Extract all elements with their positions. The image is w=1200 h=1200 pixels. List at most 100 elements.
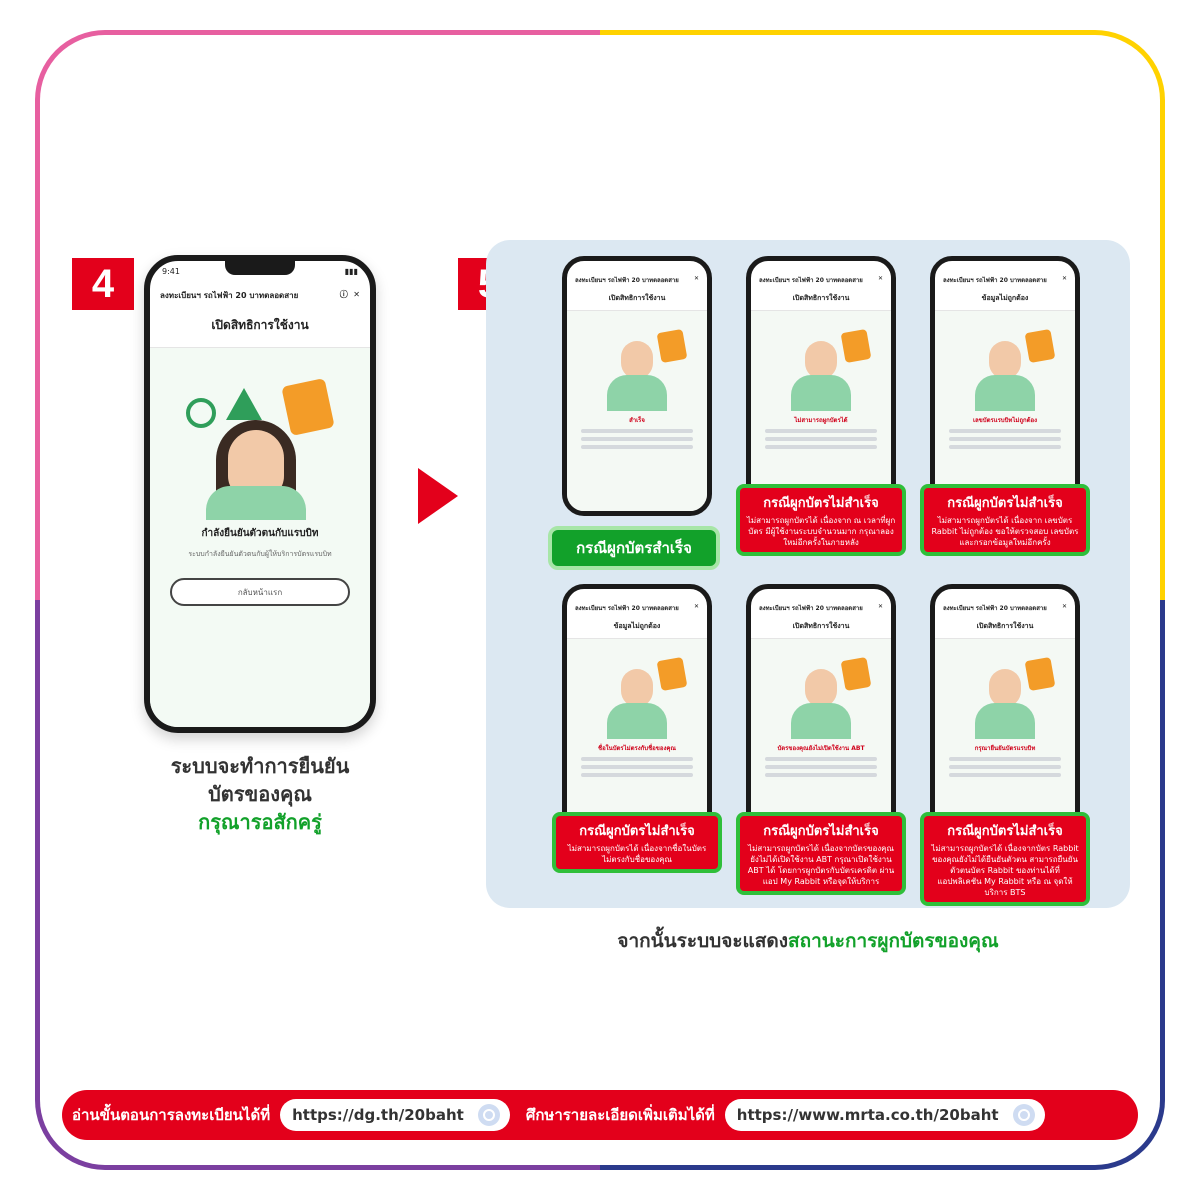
placeholder-line <box>581 765 693 769</box>
step-5-caption-highlight: สถานะการผูกบัตรของคุณ <box>788 930 999 952</box>
mini-topbar: ลงทะเบียนฯ รถไฟฟ้า 20 บาทตลอดสาย✕ <box>567 261 707 287</box>
mini-header: เปิดสิทธิการใช้งาน <box>935 615 1075 639</box>
footer-right-link[interactable]: https://www.mrta.co.th/20baht <box>724 1099 1045 1131</box>
frame-top-right <box>600 30 1165 600</box>
close-icon[interactable]: ✕ <box>353 290 360 299</box>
placeholder-line <box>765 429 877 433</box>
mini-topbar: ลงทะเบียนฯ รถไฟฟ้า 20 บาทตลอดสาย ✕ <box>751 589 891 615</box>
search-icon[interactable] <box>477 1104 500 1126</box>
rabbit-card-icon <box>1024 656 1056 692</box>
placeholder-line <box>581 773 693 777</box>
footer-left-text: อ่านขั้นตอนการลงทะเบียนได้ที่ <box>72 1106 271 1124</box>
mini-body: เลขบัตรแรบบิทไม่ถูกต้อง <box>935 311 1075 511</box>
mini-body: สำเร็จ <box>567 311 707 511</box>
step-5-caption: จากนั้นระบบจะแสดงสถานะการผูกบัตรของคุณ <box>486 926 1130 956</box>
placeholder-line <box>765 445 877 449</box>
status-label-title: กรณีผูกบัตรไม่สำเร็จ <box>763 824 879 839</box>
phone-topbar-title: ลงทะเบียนฯ รถไฟฟ้า 20 บาทตลอดสาย <box>160 291 299 300</box>
back-home-button[interactable]: กลับหน้าแรก <box>170 578 350 606</box>
phone-status-bar: 9:41 ▮▮▮ <box>150 261 370 281</box>
status-label-desc: ไม่สามารถผูกบัตรได้ เนื่องจากชื่อในบัตร … <box>567 844 707 864</box>
footer-left-link[interactable]: https://dg.th/20baht <box>280 1099 510 1131</box>
placeholder-line <box>949 765 1061 769</box>
person-face <box>989 669 1021 707</box>
footer-right-text: ศึกษารายละเอียดเพิ่มเติมได้ที่ <box>525 1106 715 1124</box>
rabbit-card-icon <box>281 377 335 437</box>
placeholder-line <box>581 445 693 449</box>
main-phone-mockup: 9:41 ▮▮▮ ลงทะเบียนฯ รถไฟฟ้า 20 บาทตลอดสา… <box>144 255 376 733</box>
phone-header: เปิดสิทธิการใช้งาน <box>150 306 370 348</box>
mini-status-text: สำเร็จ <box>629 417 645 424</box>
close-icon[interactable]: ✕ <box>693 275 699 282</box>
placeholder-line <box>949 429 1061 433</box>
close-icon[interactable]: ✕ <box>877 275 883 282</box>
close-icon[interactable]: ✕ <box>1061 275 1067 282</box>
status-label-title: กรณีผูกบัตรไม่สำเร็จ <box>763 496 879 511</box>
status-screen-6: ลงทะเบียนฯ รถไฟฟ้า 20 บาทตลอดสาย✕เปิดสิท… <box>930 584 1080 844</box>
person-shirt <box>206 486 306 520</box>
placeholder-line <box>765 437 877 441</box>
mini-illustration <box>573 649 701 739</box>
footer-right-url[interactable]: https://www.mrta.co.th/20baht <box>736 1106 999 1124</box>
person-face <box>805 669 837 707</box>
footer-bar: อ่านขั้นตอนการลงทะเบียนได้ที่ https://dg… <box>62 1090 1138 1140</box>
close-icon[interactable]: ✕ <box>1061 603 1067 610</box>
status-label-title: กรณีผูกบัตรสำเร็จ <box>576 539 692 557</box>
brand-logo-icon <box>186 398 216 428</box>
footer-left-url[interactable]: https://dg.th/20baht <box>292 1106 464 1124</box>
status-label-title: กรณีผูกบัตรไม่สำเร็จ <box>947 824 1063 839</box>
mini-illustration <box>757 649 885 739</box>
status-label-desc: ไม่สามารถผูกบัตรได้ เนื่องจากบัตรของคุณ … <box>747 844 895 886</box>
mini-topbar: ลงทะเบียนฯ รถไฟฟ้า 20 บาทตลอดสาย✕ <box>935 589 1075 615</box>
person-shirt <box>975 375 1035 411</box>
status-label-fail: กรณีผูกบัตรไม่สำเร็จไม่สามารถผูกบัตรได้ … <box>552 812 722 873</box>
mini-topbar-title: ลงทะเบียนฯ รถไฟฟ้า 20 บาทตลอดสาย <box>759 277 863 284</box>
phone-status-title: กำลังยืนยันตัวตนกับแรบบิท <box>201 528 319 539</box>
mini-status-text: กรุณายืนยันบัตรแรบบิท <box>974 745 1036 752</box>
close-icon[interactable]: ✕ <box>877 603 883 610</box>
caption-line-3: กรุณารอสักครู่ <box>198 810 322 834</box>
status-label-desc: ไม่สามารถผูกบัตรได้ เนื่องจาก ณ เวลาที่ผ… <box>746 516 896 547</box>
rabbit-card-icon <box>840 328 872 364</box>
caption-line-2: บัตรของคุณ <box>208 782 312 806</box>
mini-illustration <box>573 321 701 411</box>
mini-topbar: ลงทะเบียนฯ รถไฟฟ้า 20 บาทตลอดสาย✕ <box>935 261 1075 287</box>
person-shirt <box>607 375 667 411</box>
mini-topbar-title: ลงทะเบียนฯ รถไฟฟ้า 20 บาทตลอดสาย <box>575 605 679 612</box>
mini-body: กรุณายืนยันบัตรแรบบิท <box>935 639 1075 839</box>
mini-illustration <box>941 321 1069 411</box>
arrow-right-icon <box>418 468 458 524</box>
phone-topbar: ลงทะเบียนฯ รถไฟฟ้า 20 บาทตลอดสาย ⓘ ✕ <box>150 281 370 306</box>
person-shirt <box>791 703 851 739</box>
placeholder-line <box>949 773 1061 777</box>
close-icon[interactable]: ✕ <box>693 603 699 610</box>
search-icon[interactable] <box>1012 1104 1035 1126</box>
frame-bottom-right <box>600 600 1165 1170</box>
verification-illustration <box>166 368 354 520</box>
mini-header: ข้อมูลไม่ถูกต้อง <box>935 287 1075 311</box>
placeholder-line <box>581 437 693 441</box>
status-label-title: กรณีผูกบัตรไม่สำเร็จ <box>947 496 1063 511</box>
status-label-title: กรณีผูกบัตรไม่สำเร็จ <box>579 824 695 839</box>
status-screen-3: ลงทะเบียนฯ รถไฟฟ้า 20 บาทตลอดสาย✕ข้อมูลไ… <box>930 256 1080 516</box>
status-label-fail: กรณีผูกบัตรไม่สำเร็จไม่สามารถผูกบัตรได้ … <box>920 484 1090 556</box>
person-face <box>621 669 653 707</box>
mini-status-text: ไม่สามารถผูกบัตรได้ <box>794 417 848 424</box>
mini-body: ไม่สามารถผูกบัตรได้ <box>751 311 891 511</box>
mini-status-text: เลขบัตรแรบบิทไม่ถูกต้อง <box>972 417 1038 424</box>
info-icon[interactable]: ⓘ <box>339 290 348 299</box>
placeholder-line <box>949 445 1061 449</box>
placeholder-line <box>949 437 1061 441</box>
rabbit-card-icon <box>656 328 688 364</box>
person-shirt <box>975 703 1035 739</box>
rabbit-card-icon <box>656 656 688 692</box>
person-shirt <box>791 375 851 411</box>
placeholder-line <box>949 757 1061 761</box>
status-label-fail: กรณีผูกบัตรไม่สำเร็จไม่สามารถผูกบัตรได้ … <box>736 812 906 895</box>
mini-topbar-title: ลงทะเบียนฯ รถไฟฟ้า 20 บาทตลอดสาย <box>759 605 863 612</box>
signal-icon: ▮▮▮ <box>344 267 358 276</box>
status-label-desc: ไม่สามารถผูกบัตรได้ เนื่องจาก เลขบัตร Ra… <box>931 516 1079 547</box>
status-screen-4: ลงทะเบียนฯ รถไฟฟ้า 20 บาทตลอดสาย✕ข้อมูลไ… <box>562 584 712 844</box>
person-shirt <box>607 703 667 739</box>
status-screen-2: ลงทะเบียนฯ รถไฟฟ้า 20 บาทตลอดสาย✕เปิดสิท… <box>746 256 896 516</box>
